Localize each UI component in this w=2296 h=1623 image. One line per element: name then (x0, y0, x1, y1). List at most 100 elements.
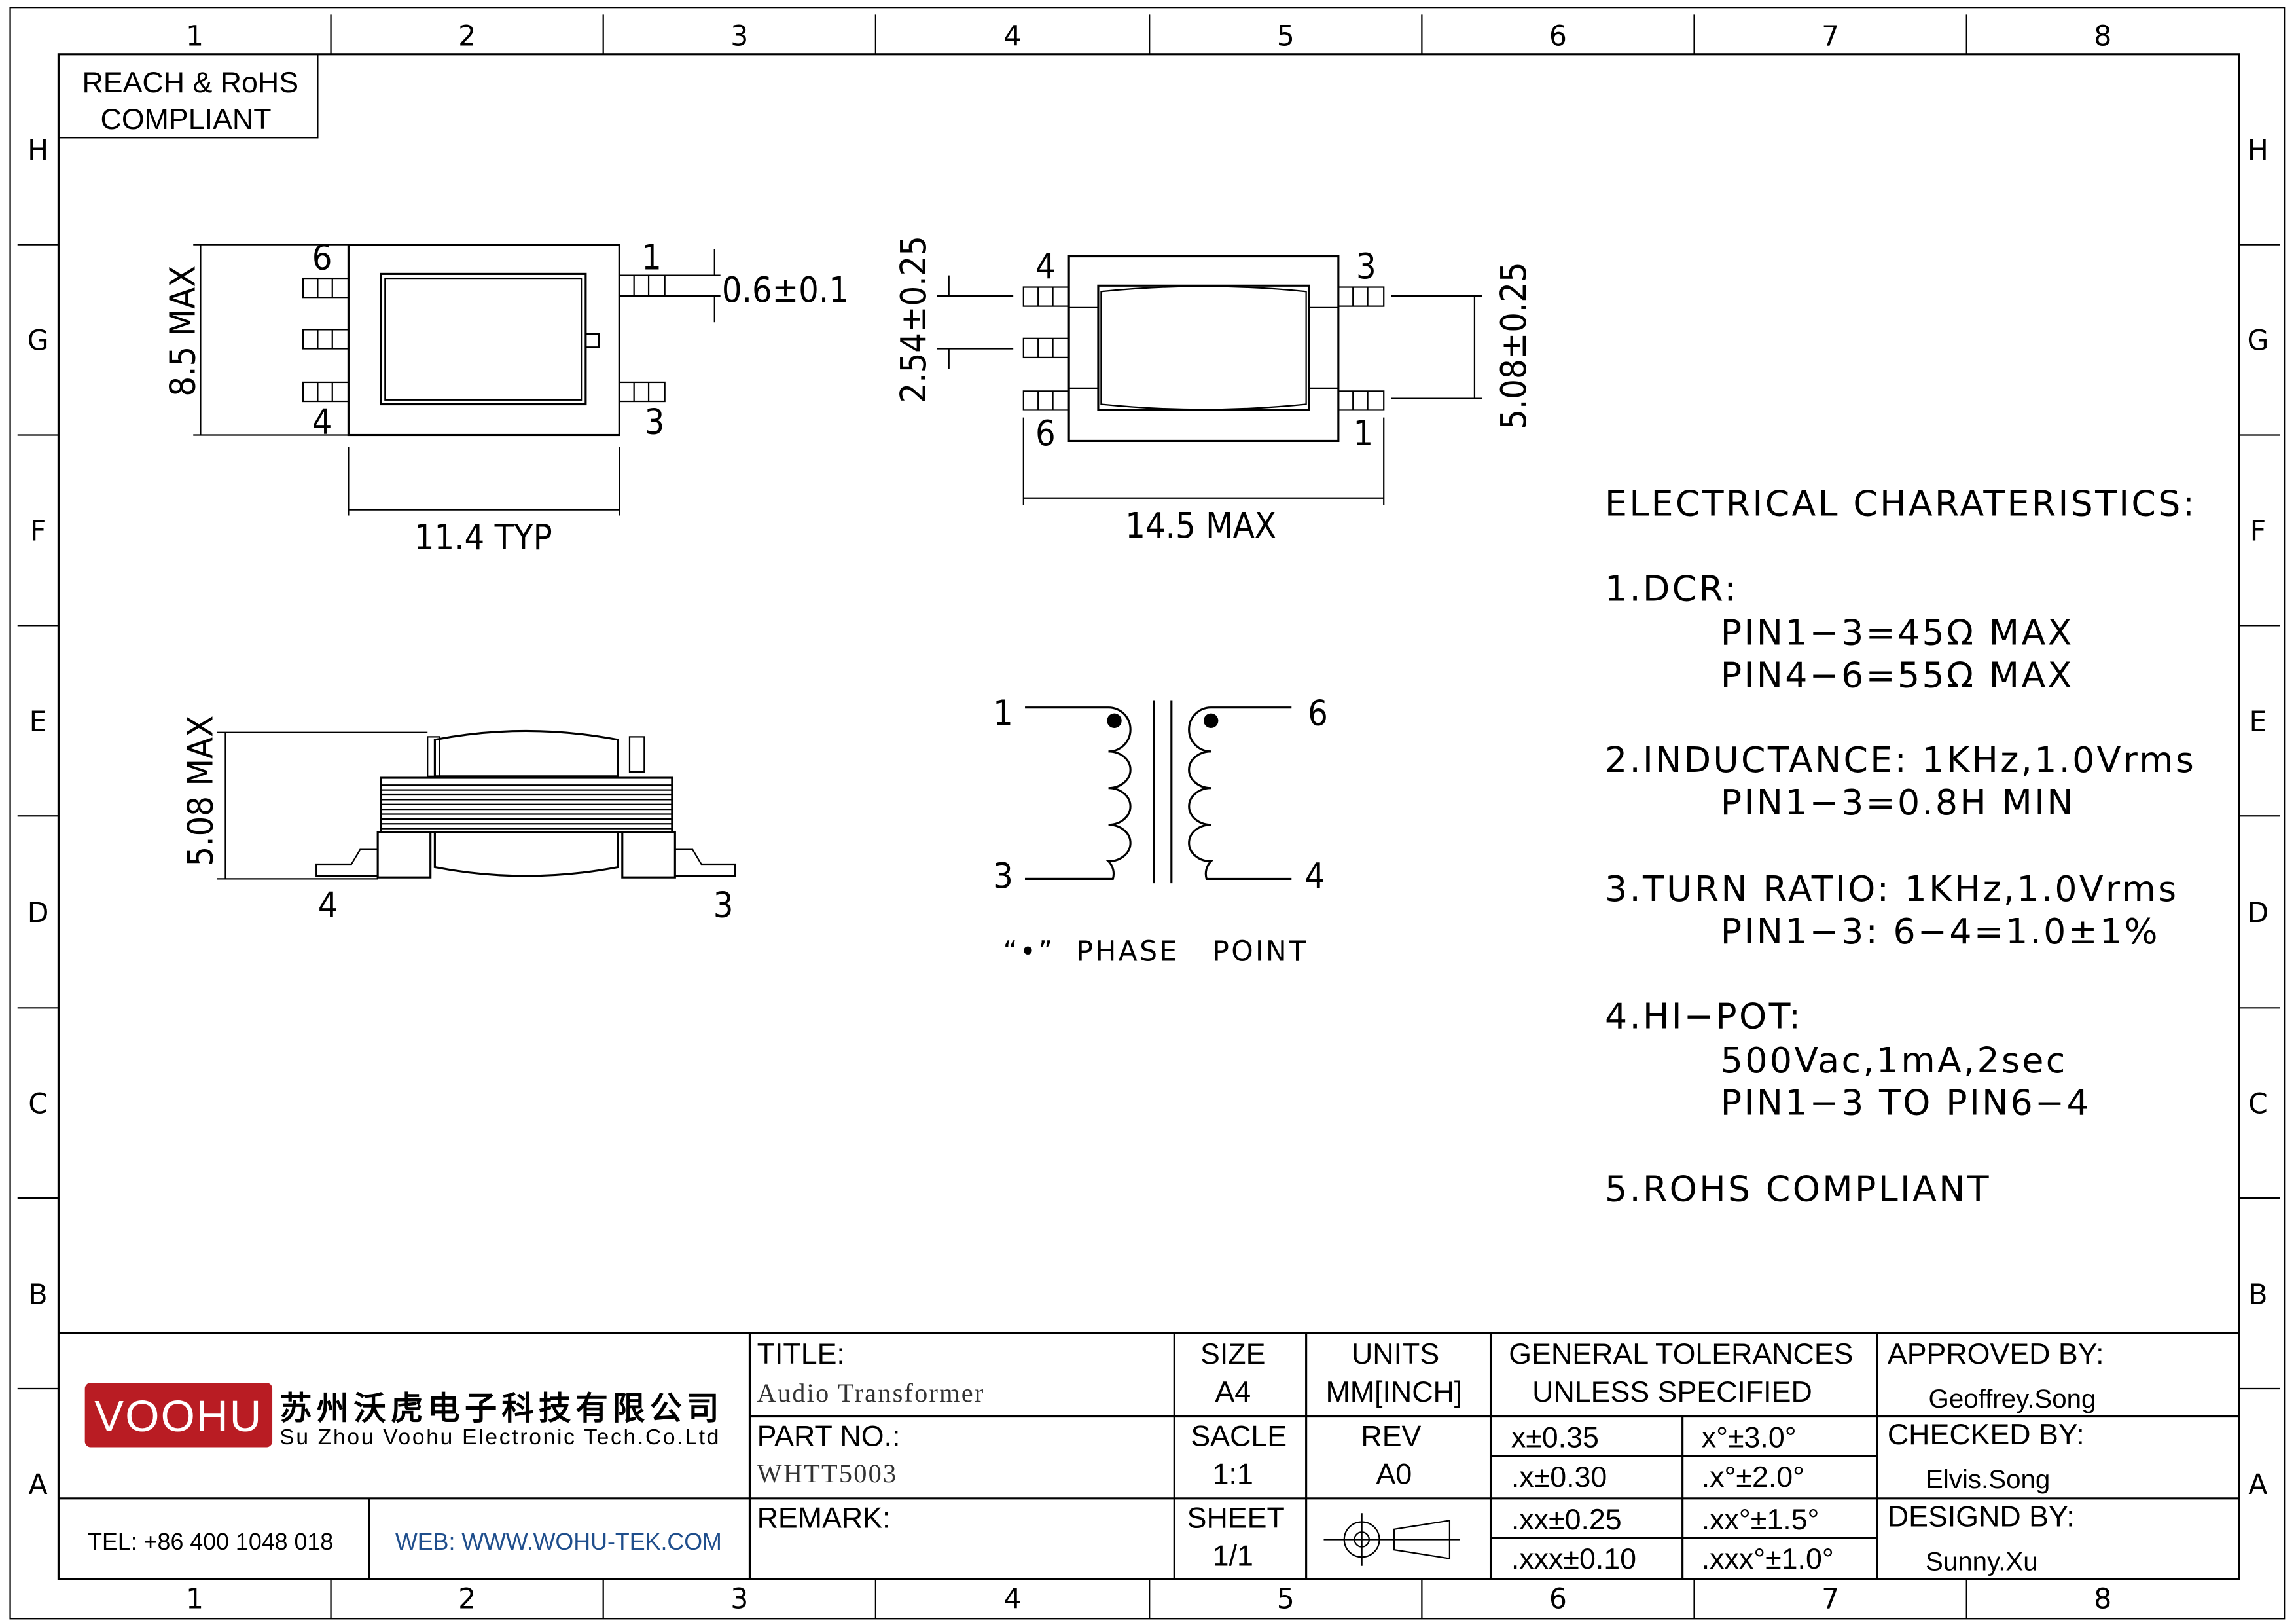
grid-column-label: 5 (1277, 20, 1295, 52)
scale-label: SACLE (1191, 1419, 1287, 1452)
angular-tolerance: x°±3.0° (1702, 1421, 1797, 1454)
electrical-line: PIN1−3=0.8H MIN (1721, 782, 2075, 823)
grid-row-label: F (30, 516, 46, 548)
side-view: 4 3 5.08 MAX (179, 716, 736, 926)
rev-label: REV (1361, 1419, 1421, 1452)
grid-column-label: 7 (1821, 1584, 1839, 1616)
pin-label-6: 6 (312, 237, 332, 278)
pin-label-6: 6 (1035, 412, 1056, 454)
electrical-line: 2.INDUCTANCE: 1KHz,1.0Vrms (1605, 739, 2196, 780)
electrical-characteristics: ELECTRICAL CHARATERISTICS: 1.DCR:PIN1−3=… (1605, 483, 2196, 1210)
grid-row-label: B (2248, 1279, 2267, 1311)
grid-row-label: G (2247, 325, 2269, 357)
tolerance-heading-2: UNLESS SPECIFIED (1532, 1376, 1812, 1408)
transformer-schematic: 1 3 6 4 “•” PHASE POINT (993, 692, 1328, 968)
grid-row-label: H (27, 135, 48, 167)
grid-row-label: E (2249, 706, 2267, 738)
checked-by-label: CHECKED BY: (1888, 1418, 2085, 1451)
phase-dot-icon (1204, 713, 1219, 728)
grid-row-label: B (28, 1279, 47, 1311)
company-logo: VOOHU (84, 1383, 273, 1448)
bottom-view: 4 3 6 1 2.54±0.25 5.08±0.25 14.5 MAX (893, 236, 1534, 546)
checked-by-value: Elvis.Song (1926, 1465, 2050, 1494)
pitch-dimension: 2.54±0.25 (893, 236, 934, 403)
phase-legend-text: PHASE POINT (1076, 936, 1308, 968)
part-no-value: WHTT5003 (757, 1459, 898, 1488)
grid-column-label: 4 (1004, 1584, 1022, 1616)
grid-column-label: 2 (458, 1584, 476, 1616)
linear-tolerance: .xx±0.25 (1511, 1503, 1622, 1536)
linear-tolerance: .x±0.30 (1511, 1461, 1607, 1493)
electrical-line: 5.ROHS COMPLIANT (1605, 1169, 1991, 1210)
designed-by-label: DESIGND BY: (1888, 1500, 2075, 1533)
electrical-line: PIN1−3=45Ω MAX (1721, 611, 2074, 653)
grid-row-label: A (29, 1469, 48, 1501)
pin-label-3: 3 (713, 884, 734, 926)
grid-column-label: 8 (2094, 1584, 2111, 1616)
compliance-line1: REACH & RoHS (82, 66, 298, 99)
span-dimension: 5.08±0.25 (1493, 262, 1534, 429)
grid-row-label: C (28, 1088, 48, 1120)
height-dimension: 5.08 MAX (179, 716, 221, 867)
sheet-value: 1/1 (1213, 1540, 1253, 1573)
grid-column-label: 3 (730, 1584, 748, 1616)
grid-column-label: 8 (2094, 20, 2111, 52)
grid-column-label: 6 (1549, 1584, 1567, 1616)
size-label: SIZE (1200, 1338, 1265, 1370)
logo-text: VOOHU (94, 1392, 262, 1441)
pin-label-1: 1 (641, 237, 662, 278)
pin-label-3: 3 (993, 855, 1013, 896)
pin-label-3: 3 (645, 401, 665, 442)
title-label: TITLE: (757, 1338, 845, 1370)
scale-value: 1:1 (1213, 1457, 1253, 1490)
remark-label: REMARK: (757, 1502, 891, 1535)
designed-by-value: Sunny.Xu (1926, 1546, 2038, 1576)
pin-label-1: 1 (1354, 412, 1374, 454)
grid-row-label: H (2248, 135, 2269, 167)
angular-tolerance: .xxx°±1.0° (1702, 1542, 1834, 1575)
grid-column-label: 1 (186, 20, 204, 52)
phase-legend-symbol: “•” (1003, 936, 1055, 968)
web-link[interactable]: WEB: WWW.WOHU-TEK.COM (395, 1529, 722, 1555)
angular-tolerance: .x°±2.0° (1702, 1461, 1804, 1493)
rev-value: A0 (1376, 1457, 1412, 1490)
electrical-line: PIN1−3 TO PIN6−4 (1721, 1082, 2091, 1123)
pin-label-4: 4 (1035, 246, 1056, 287)
units-label: UNITS (1352, 1338, 1439, 1370)
phase-dot-icon (1107, 713, 1122, 728)
title-value: Audio Transformer (757, 1378, 985, 1408)
grid-row-label: D (27, 897, 49, 929)
grid-column-label: 6 (1549, 20, 1567, 52)
grid-row-label: G (27, 325, 49, 357)
pin-label-4: 4 (312, 401, 332, 442)
grid-row-label: F (2250, 516, 2266, 548)
sheet-label: SHEET (1187, 1502, 1285, 1535)
electrical-line: PIN1−3: 6−4=1.0±1% (1721, 911, 2160, 952)
linear-tolerance: .xxx±0.10 (1511, 1542, 1636, 1575)
electrical-line: PIN4−6=55Ω MAX (1721, 654, 2074, 695)
grid-row-label: E (29, 706, 47, 738)
width-dimension: 11.4 TYP (414, 517, 552, 558)
pin-label-4: 4 (318, 884, 338, 926)
part-no-label: PART NO.: (757, 1419, 901, 1452)
pin-label-6: 6 (1308, 692, 1328, 733)
angular-tolerance: .xx°±1.5° (1702, 1503, 1820, 1536)
electrical-line: 1.DCR: (1605, 568, 1738, 609)
approved-by-value: Geoffrey.Song (1929, 1384, 2096, 1413)
compliance-box: REACH & RoHS COMPLIANT (58, 53, 319, 139)
drawing-frame (9, 7, 2286, 1620)
grid-column-label: 3 (730, 20, 748, 52)
approved-by-label: APPROVED BY: (1888, 1338, 2104, 1370)
tel-text: TEL: +86 400 1048 018 (88, 1529, 333, 1555)
electrical-line: 4.HI−POT: (1605, 996, 1803, 1037)
grid-column-label: 4 (1004, 20, 1022, 52)
third-angle-projection-icon (1323, 1513, 1460, 1566)
top-view: 6 4 1 3 8.5 MAX 11.4 TYP 0.6±0.1 (162, 237, 848, 558)
pin-label-4: 4 (1305, 855, 1325, 896)
pin-width-dimension: 0.6±0.1 (722, 269, 849, 310)
grid-column-label: 7 (1821, 20, 1839, 52)
pin-label-1: 1 (993, 692, 1013, 733)
electrical-line: 500Vac,1mA,2sec (1721, 1040, 2068, 1081)
